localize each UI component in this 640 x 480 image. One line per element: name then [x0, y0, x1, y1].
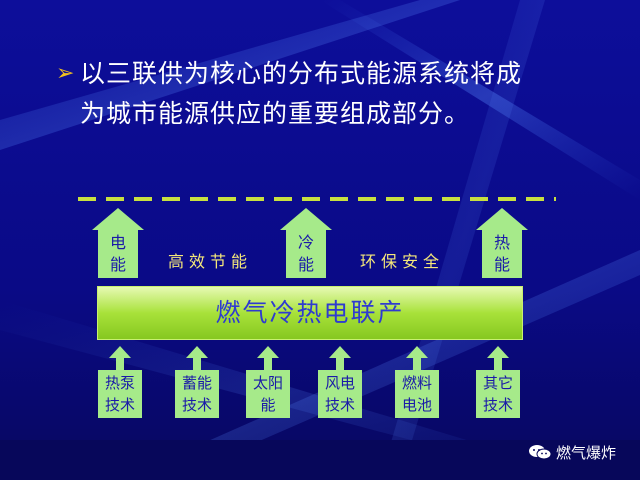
heading-line-2: 为城市能源供应的重要组成部分。: [80, 99, 471, 128]
source-other: 其它 技术: [476, 346, 520, 418]
arrow-head: [92, 208, 144, 230]
output-arrow-electric: 电 能: [90, 208, 146, 278]
source-energy-storage: 蓄能 技术: [175, 346, 219, 418]
watermark-text: 燃气爆炸: [556, 444, 617, 462]
output-arrow-cooling: 冷 能: [278, 208, 334, 278]
source-solar: 太阳 能: [246, 346, 290, 418]
label-environment-safety: 环保安全: [360, 252, 445, 271]
arrow-head: [329, 346, 351, 358]
output-label-electric: 电 能: [98, 230, 138, 278]
label-efficiency: 高效节能: [168, 252, 253, 271]
arrow-head: [186, 346, 208, 358]
output-label-heat: 热 能: [482, 230, 522, 278]
arrow-head: [109, 346, 131, 358]
heading-line-1: 以三联供为核心的分布式能源系统将成: [80, 59, 523, 88]
arrow-head: [406, 346, 428, 358]
arrow-head: [476, 208, 528, 230]
source-fuel-cell: 燃料 电池: [395, 346, 439, 418]
arrow-head: [280, 208, 332, 230]
heading-text: 以三联供为核心的分布式能源系统将成 为城市能源供应的重要组成部分。: [80, 54, 620, 134]
output-arrow-heat: 热 能: [474, 208, 530, 278]
output-dashed-line: [78, 197, 556, 201]
output-label-cooling: 冷 能: [286, 230, 326, 278]
source-heat-pump: 热泵 技术: [98, 346, 142, 418]
center-box-cchp: 燃气冷热电联产: [97, 286, 523, 340]
wechat-icon: [529, 445, 552, 460]
chevron-right-icon: ➢: [56, 61, 75, 86]
source-wind-power: 风电 技术: [318, 346, 362, 418]
arrow-head: [257, 346, 279, 358]
arrow-head: [487, 346, 509, 358]
